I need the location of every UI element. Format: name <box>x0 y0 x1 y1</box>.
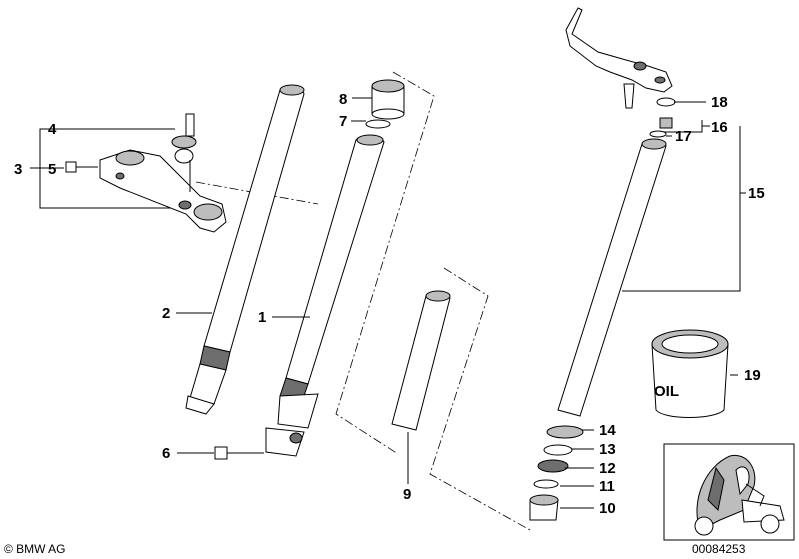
diagram-part-number: 00084253 <box>692 542 746 556</box>
copyright-text: © BMW AG <box>4 542 66 556</box>
callout-8: 8 <box>339 91 347 108</box>
callout-14: 14 <box>599 422 616 439</box>
fork-tube-1 <box>214 134 385 460</box>
fork-bridge-assembly <box>30 113 319 233</box>
damper-cap-group <box>335 71 435 455</box>
inner-tube-9 <box>391 267 531 531</box>
callout-13: 13 <box>599 441 616 458</box>
callout-10: 10 <box>599 500 616 517</box>
callout-4: 4 <box>48 121 57 138</box>
scooter-thumbnail <box>663 443 795 541</box>
callout-18: 18 <box>711 94 728 111</box>
callout-5: 5 <box>48 161 56 178</box>
callout-1: 1 <box>258 309 266 326</box>
callout-16: 16 <box>711 119 728 136</box>
oil-can <box>651 329 729 418</box>
callout-19: 19 <box>744 367 761 384</box>
fork-tube-2 <box>185 84 305 415</box>
callout-6: 6 <box>162 445 170 462</box>
callout-2: 2 <box>162 305 170 322</box>
handlebar-assembly <box>565 7 676 138</box>
callout-17: 17 <box>675 128 692 145</box>
callouts: 1 2 3 4 5 6 7 8 9 10 11 12 13 14 15 16 1… <box>14 91 765 517</box>
oil-label: OIL <box>654 383 679 400</box>
fork-tube-15 <box>529 138 667 521</box>
callout-9: 9 <box>403 486 411 503</box>
callout-15: 15 <box>748 185 765 202</box>
leader-lines <box>176 97 746 509</box>
callout-3: 3 <box>14 161 22 178</box>
callout-11: 11 <box>599 478 615 495</box>
callout-7: 7 <box>339 113 347 130</box>
callout-12: 12 <box>599 460 616 477</box>
